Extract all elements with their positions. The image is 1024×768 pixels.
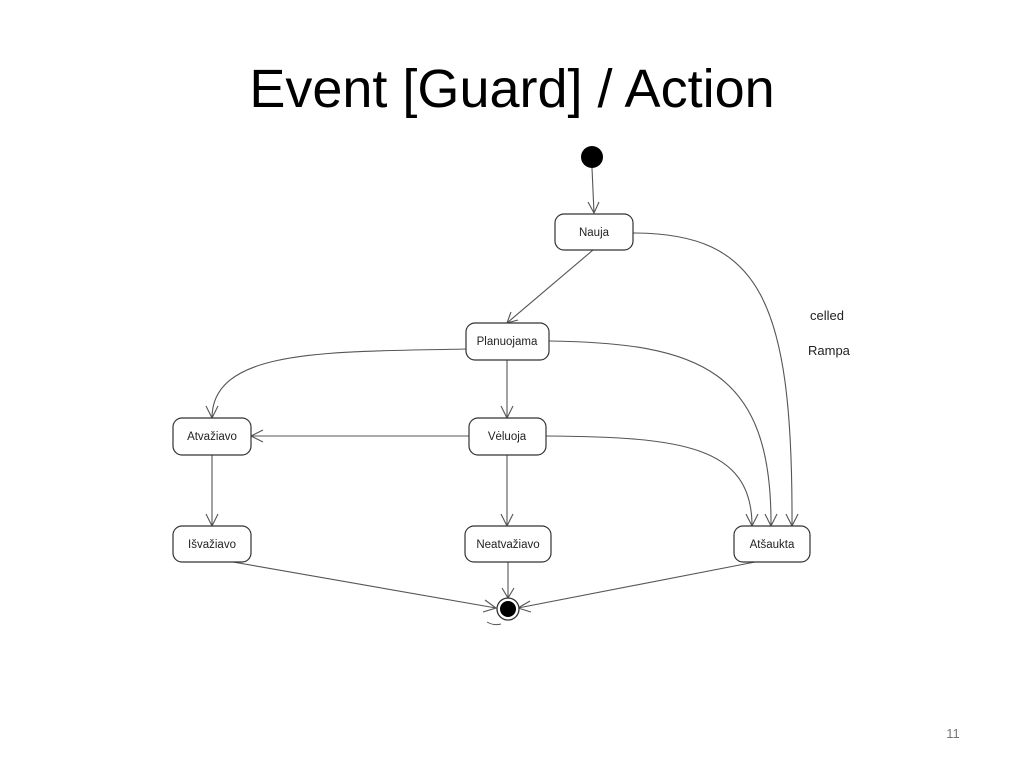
arrowhead bbox=[587, 201, 600, 215]
state-atsaukta: Atšaukta bbox=[733, 525, 811, 563]
state-isvaziavo: Išvažiavo bbox=[172, 525, 252, 563]
edge-nauja-to-planuojama bbox=[506, 249, 594, 324]
state-label: Išvažiavo bbox=[188, 539, 236, 551]
initial-state bbox=[581, 146, 603, 168]
edge-nauja-to-atsaukta bbox=[632, 232, 793, 527]
edge-planuojama-to-atsaukta bbox=[548, 340, 772, 527]
page-number: 11 bbox=[946, 726, 960, 741]
edge-planuojama-to-atvaziavo bbox=[211, 348, 467, 419]
state-nauja: Nauja bbox=[554, 213, 634, 251]
state-label: Neatvažiavo bbox=[476, 539, 539, 551]
state-label: Nauja bbox=[579, 227, 610, 239]
edge-initial-to-nauja bbox=[591, 167, 595, 214]
arrowhead bbox=[482, 599, 498, 613]
partial-label-rampa: Rampa bbox=[808, 343, 851, 358]
state-veluoja: Vėluoja bbox=[468, 417, 547, 456]
state-label: Planuojama bbox=[477, 336, 538, 348]
state-atvaziavo: Atvažiavo bbox=[172, 417, 252, 456]
state-label: Atšaukta bbox=[750, 539, 795, 551]
state-label: Vėluoja bbox=[488, 431, 527, 443]
transitions bbox=[211, 167, 793, 609]
final-state bbox=[486, 597, 520, 626]
edge-isvaziavo-to-final bbox=[232, 561, 497, 609]
partial-label-celled: celled bbox=[810, 308, 844, 323]
slide-title: Event [Guard] / Action bbox=[249, 59, 775, 119]
state-label: Atvažiavo bbox=[187, 431, 237, 443]
edge-atsaukta-to-final bbox=[517, 561, 756, 609]
state-planuojama: Planuojama bbox=[465, 322, 550, 361]
state-neatvaziavo: Neatvažiavo bbox=[464, 525, 552, 563]
edge-veluoja-to-atsaukta bbox=[545, 435, 753, 527]
